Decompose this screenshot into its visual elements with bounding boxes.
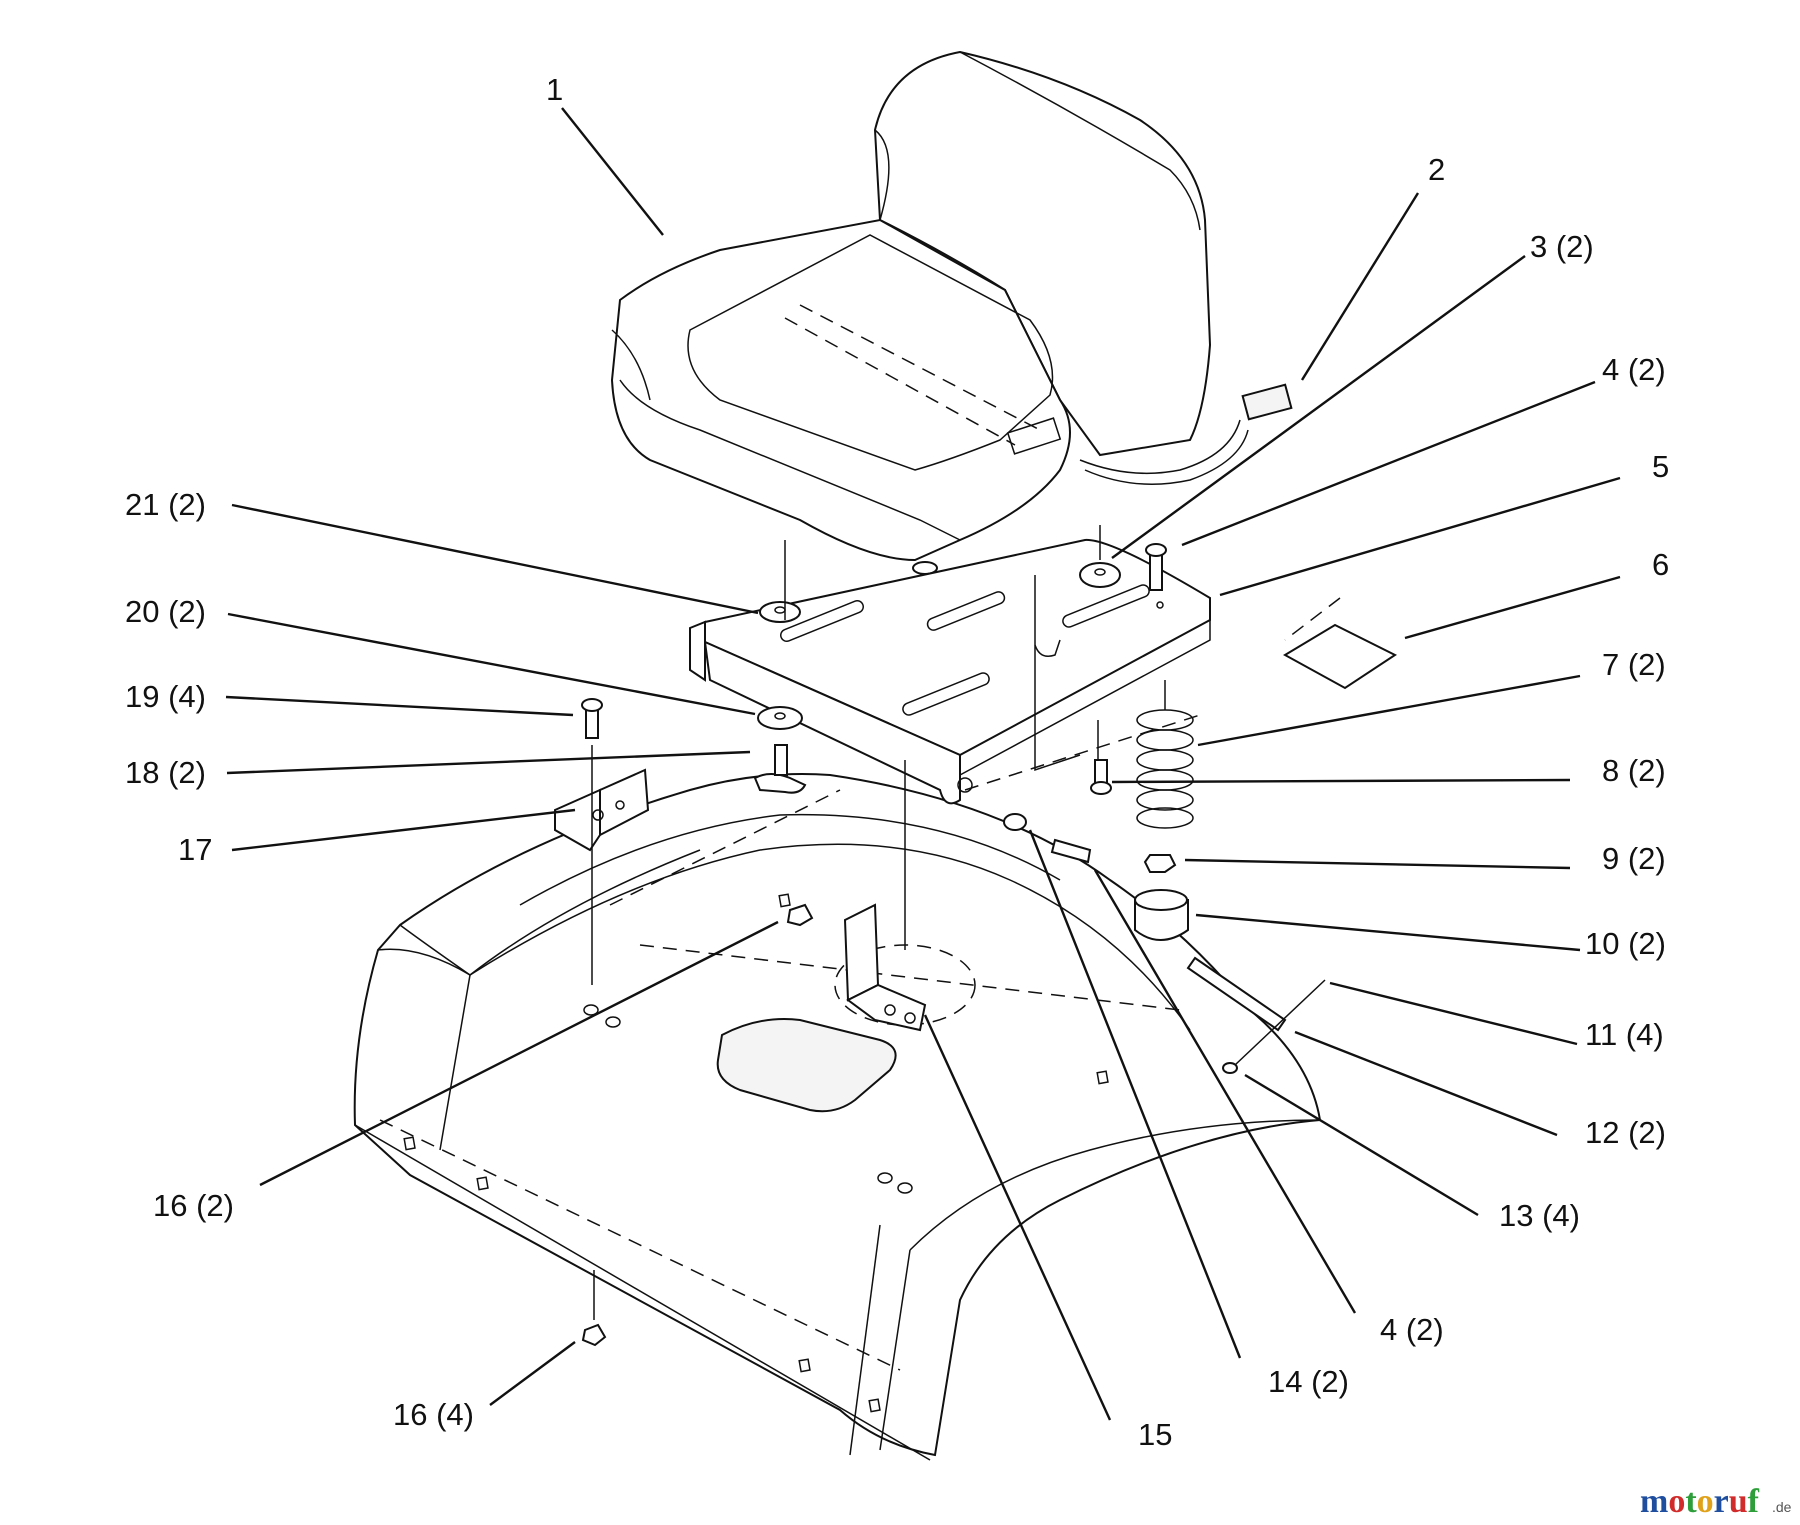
callout-3: 3 (2)	[1530, 229, 1594, 264]
callout-12: 12 (2)	[1585, 1115, 1666, 1150]
seat-plate	[689, 538, 1211, 805]
hardware	[554, 525, 1397, 1347]
callout-20: 20 (2)	[125, 594, 206, 629]
callout-10: 10 (2)	[1585, 926, 1666, 961]
wm-letter: r	[1714, 1483, 1729, 1520]
callout-18: 18 (2)	[125, 755, 206, 790]
callout-4b: 4 (2)	[1380, 1312, 1444, 1347]
callout-7: 7 (2)	[1602, 647, 1666, 682]
callout-16a: 16 (4)	[393, 1397, 474, 1432]
callout-5: 5	[1652, 449, 1669, 484]
callout-6: 6	[1652, 547, 1669, 582]
wm-suffix: .de	[1772, 1499, 1792, 1515]
wm-letter: f	[1748, 1483, 1760, 1520]
callout-8: 8 (2)	[1602, 753, 1666, 788]
callout-21: 21 (2)	[125, 487, 206, 522]
callout-2: 2	[1428, 152, 1445, 187]
wm-letter: t	[1685, 1483, 1697, 1520]
wm-letter: o	[1668, 1483, 1685, 1520]
seat	[610, 50, 1293, 575]
fender-body	[353, 773, 1322, 1461]
callout-17: 17	[178, 832, 212, 867]
callout-14: 14 (2)	[1268, 1364, 1349, 1399]
spring	[1136, 709, 1194, 829]
callout-4a: 4 (2)	[1602, 352, 1666, 387]
callout-9: 9 (2)	[1602, 841, 1666, 876]
watermark-logo: motoruf .de	[1640, 1483, 1792, 1520]
wm-letter: m	[1640, 1483, 1668, 1520]
callout-15: 15	[1138, 1417, 1172, 1452]
callout-19: 19 (4)	[125, 679, 206, 714]
wm-letter: u	[1729, 1483, 1748, 1520]
svg-text:motoruf: motoruf	[1640, 1483, 1760, 1520]
callout-labels: 1 2 3 (2) 4 (2) 5 6 7 (2) 8 (2) 9 (2) 10…	[125, 72, 1669, 1452]
leader-lines	[225, 107, 1621, 1421]
wm-letter: o	[1697, 1483, 1714, 1520]
callout-16b: 16 (2)	[153, 1188, 234, 1223]
callout-13: 13 (4)	[1499, 1198, 1580, 1233]
callout-1: 1	[546, 72, 563, 107]
callout-11: 11 (4)	[1585, 1017, 1664, 1052]
